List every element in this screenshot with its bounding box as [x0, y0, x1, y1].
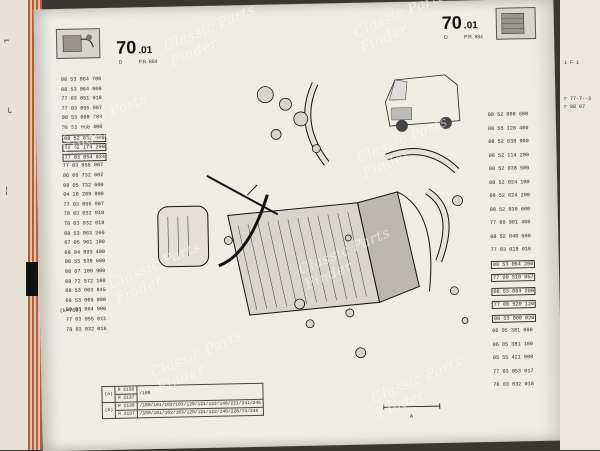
part-number: 08 52 024 200 [489, 192, 530, 199]
part-number: 08 52 114 200 [489, 152, 530, 159]
left-page-mark: ¦ [4, 186, 9, 196]
section-tab-marker [26, 262, 38, 296]
radiator-core [227, 191, 431, 315]
left-page-mark: ⌐ [4, 36, 9, 46]
part-number: 78 03 032 018 [493, 381, 534, 388]
adjacent-right-page: 1 F 1 r 77-7--3 r 88 97 [560, 0, 600, 450]
part-number: 08 52 040 500 [490, 233, 531, 240]
page-ref-right: P.R. 884 [464, 34, 483, 40]
row-key: (b) [102, 402, 116, 418]
part-number: 08 52 038 500 [489, 165, 530, 172]
page-section-letter: D [118, 60, 122, 66]
table-row: (a) R 2136 /108 [102, 383, 263, 394]
part-number: 77 03 018 018 [491, 246, 532, 253]
part-number: 08 53 000 020 [492, 314, 537, 323]
model-code: R 2137 [116, 410, 138, 418]
exploded-parts-diagram [95, 60, 482, 388]
part-number: 08 52 638 900 [488, 138, 529, 145]
dimension-scale [382, 403, 442, 414]
code-prefix: (k=760) [60, 308, 82, 314]
part-number: 05 55 421 000 [493, 354, 534, 361]
part-number: 08 52 024 100 [489, 179, 530, 186]
row-key: (a) [102, 386, 116, 402]
part-number: 06 05 381 100 [492, 341, 533, 348]
part-number: 06 05 381 000 [492, 327, 533, 334]
right-page-text: 1 F 1 [564, 60, 579, 66]
model-variants: /100/101/102/103/120/121/122/140/220/74/… [137, 407, 263, 418]
dimension-label: A [410, 414, 413, 420]
page-section-letter-right: D [444, 35, 448, 41]
part-number: 08 53 064 200 [491, 287, 536, 296]
page-section-sub-right: .01 [464, 20, 478, 31]
part-number: 08 52 830 600 [490, 206, 531, 213]
header-thumbnail-left [56, 28, 101, 59]
part-number: 08 52 908 600 [488, 111, 529, 118]
part-number: 77 03 053 017 [493, 368, 534, 375]
page-section-number: 70 [116, 37, 136, 58]
part-number: 08 55 120 400 [488, 125, 529, 132]
page-section-number-right: 70 [442, 13, 462, 34]
right-page-text: r 88 97 [564, 104, 585, 110]
part-number: 77 00 510 057 [491, 273, 536, 282]
expansion-tank [158, 206, 209, 267]
van-illustration [385, 75, 460, 133]
model-applicability-table: (a) R 2136 /108 R 2137 (b) R 2136 /100/1… [101, 383, 264, 419]
part-number: 77 00 520 120 [492, 300, 537, 309]
page-ref: P.R. 884 [138, 59, 157, 65]
part-number: 08 53 064 200 [491, 260, 536, 269]
part-number: 77 00 901 400 [490, 219, 531, 226]
catalog-page: 70 .01 D P.R. 884 70 .01 D P.R. 884 08 5… [33, 0, 562, 451]
right-page-text: r 77-7--3 [564, 96, 591, 102]
left-page-mark: └ [6, 108, 11, 118]
page-section-sub: .01 [138, 45, 152, 56]
header-thumbnail-right [495, 7, 536, 40]
